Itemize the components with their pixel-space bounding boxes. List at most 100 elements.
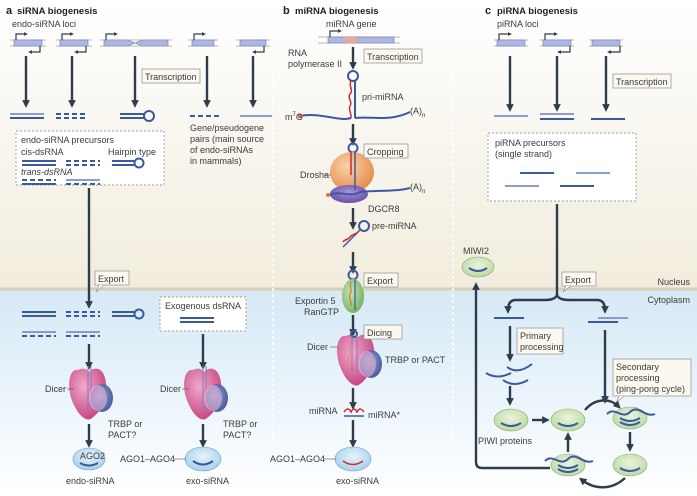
svg-text:exo-siRNA: exo-siRNA	[336, 476, 379, 486]
dicer-protein: Dicer TRBP or PACT?	[45, 366, 142, 440]
nuclear-import-arrow	[472, 282, 550, 470]
locus-bidirectional-1	[10, 32, 46, 54]
svg-text:Dicer: Dicer	[307, 342, 328, 352]
svg-text:AGO1–AGO4: AGO1–AGO4	[270, 454, 325, 464]
svg-text:pre-miRNA: pre-miRNA	[372, 221, 417, 231]
pirna-locus-3	[589, 39, 623, 54]
drosha-dgcr8-complex: Drosha DGCR8 (A)n Cropping	[300, 142, 425, 214]
cap-label: m7G	[285, 112, 303, 122]
transcription-callout-a: Transcription	[141, 68, 201, 84]
dicing-callout: Dicing	[367, 328, 392, 338]
pri-mirna: pri-miRNA m7G (A)n	[285, 70, 425, 122]
svg-text:AGO2: AGO2	[80, 451, 105, 461]
svg-text:Export: Export	[565, 275, 592, 285]
nucleus-label: Nucleus	[657, 277, 690, 287]
cytoplasm-label: Cytoplasm	[647, 295, 690, 305]
secondary-processing-callout: Secondary processing (ping-pong cycle)	[612, 358, 692, 404]
mirna-gene-label: miRNA gene	[326, 19, 377, 29]
svg-text:DGCR8: DGCR8	[368, 204, 400, 214]
svg-text:miRNA: miRNA	[309, 406, 338, 416]
locus-gene	[188, 32, 218, 47]
drosha-protein	[330, 152, 374, 192]
ago1-4-complex: AGO1–AGO4 exo-siRNA	[120, 446, 229, 486]
dicer-trbp-complex: Dicing Dicer TRBP or PACT	[307, 324, 446, 386]
svg-text:Transcription: Transcription	[616, 77, 668, 87]
svg-text:miRNA*: miRNA*	[368, 410, 400, 420]
svg-text:(single strand): (single strand)	[495, 149, 552, 159]
ago1-4-label-a: AGO1–AGO4	[120, 454, 175, 464]
panel-c-pirna: c piRNA biogenesis piRNA loci Transc	[461, 5, 692, 489]
svg-text:Exportin 5: Exportin 5	[295, 296, 336, 306]
pirna-precursor-box: piRNA precursors (single strand)	[487, 132, 637, 202]
endo-sirna-loci-label: endo-siRNA loci	[12, 19, 76, 29]
trans-dsrna-label: trans-dsRNA	[21, 167, 73, 177]
pirna-locus-1	[494, 32, 528, 47]
svg-text:piRNA precursors: piRNA precursors	[495, 138, 566, 148]
svg-text:piRNA loci: piRNA loci	[497, 19, 539, 29]
panel-a-title: siRNA biogenesis	[17, 6, 97, 17]
piwi-protein	[612, 453, 648, 477]
panel-a-letter: a	[6, 5, 13, 17]
svg-text:Transcription: Transcription	[145, 72, 197, 82]
svg-text:Exogenous dsRNA: Exogenous dsRNA	[165, 301, 241, 311]
panel-a-sirna: a siRNA biogenesis endo-siRNA loci	[6, 5, 272, 486]
svg-text:Primary: Primary	[520, 331, 551, 341]
trbp-label-line2: PACT?	[223, 430, 251, 440]
panel-b-title: miRNA biogenesis	[295, 6, 379, 17]
svg-text:RNA: RNA	[288, 48, 307, 58]
locus-pseudogene	[236, 39, 270, 54]
panel-b-mirna: b miRNA biogenesis miRNA gene RNA polyme…	[270, 5, 446, 486]
dicer-label-a: Dicer	[45, 384, 66, 394]
export-callout-c: Export	[561, 271, 597, 293]
exportin5-complex: Export Exportin 5 RanGTP	[295, 269, 399, 317]
exportin5-protein	[342, 279, 364, 313]
ping-pong-arrow	[584, 399, 621, 411]
svg-text:polymerase II: polymerase II	[288, 59, 342, 69]
trbp-label-line1: TRBP or	[223, 419, 257, 429]
svg-text:TRBP or PACT: TRBP or PACT	[385, 355, 446, 365]
pirna-locus-2	[540, 32, 574, 54]
panel-c-title: piRNA biogenesis	[497, 6, 578, 17]
piwi-protein	[493, 408, 529, 432]
ping-pong-arrow	[578, 477, 626, 489]
endo-sirna-label: endo-siRNA	[66, 476, 115, 486]
precursor-box-title: endo-siRNA precursors	[21, 135, 115, 145]
svg-text:(ping-pong cycle): (ping-pong cycle)	[616, 384, 685, 394]
piwi-protein-loaded	[544, 453, 594, 477]
piwi-proteins-label: PIWI proteins	[478, 436, 533, 446]
ago1-4-complex-b: AGO1–AGO4 exo-siRNA	[270, 446, 379, 486]
gene-pair-line-3: of endo-siRNAs	[190, 145, 254, 155]
exogenous-dsrna-box: Exogenous dsRNA	[159, 296, 247, 332]
locus-inverted-repeat	[100, 32, 172, 47]
svg-text:Secondary: Secondary	[616, 362, 660, 372]
svg-text:MIWI2: MIWI2	[463, 246, 489, 256]
trbp-label-line2: PACT?	[108, 430, 136, 440]
panel-c-letter: c	[485, 5, 491, 17]
transcription-callout-c: Transcription	[612, 73, 672, 89]
cropping-callout: Cropping	[367, 147, 404, 157]
panel-b-letter: b	[283, 5, 290, 17]
hairpin-type-label: Hairpin type	[108, 147, 156, 157]
cis-dsrna-label: cis-dsRNA	[21, 147, 64, 157]
svg-text:Export: Export	[98, 274, 125, 284]
ago2-complex: AGO2 endo-siRNA	[66, 447, 115, 486]
locus-bidirectional-2	[56, 32, 92, 54]
piwi-protein	[550, 408, 586, 432]
gene-pair-line-2: pairs (main source	[190, 134, 264, 144]
svg-text:processing: processing	[616, 373, 660, 383]
endo-sirna-precursor-box: endo-siRNA precursors cis-dsRNA Hairpin …	[15, 130, 165, 186]
exo-sirna-label-a: exo-siRNA	[186, 476, 229, 486]
export-callout-b: Export	[367, 276, 394, 286]
primary-processing-callout: Primary processing	[516, 327, 564, 355]
pre-mirna: pre-miRNA	[342, 220, 417, 248]
gene-pair-line-1: Gene/pseudogene	[190, 123, 264, 133]
dicer-label-a2: Dicer	[160, 384, 181, 394]
svg-text:Drosha: Drosha	[300, 170, 329, 180]
svg-text:RanGTP: RanGTP	[304, 307, 339, 317]
mirna-gene-locus	[318, 29, 400, 44]
polya-label: (A)n	[410, 106, 425, 119]
trbp-label-line1: TRBP or	[108, 419, 142, 429]
export-callout-a: Export	[94, 270, 130, 293]
gene-pair-line-4: in mammals)	[190, 156, 242, 166]
